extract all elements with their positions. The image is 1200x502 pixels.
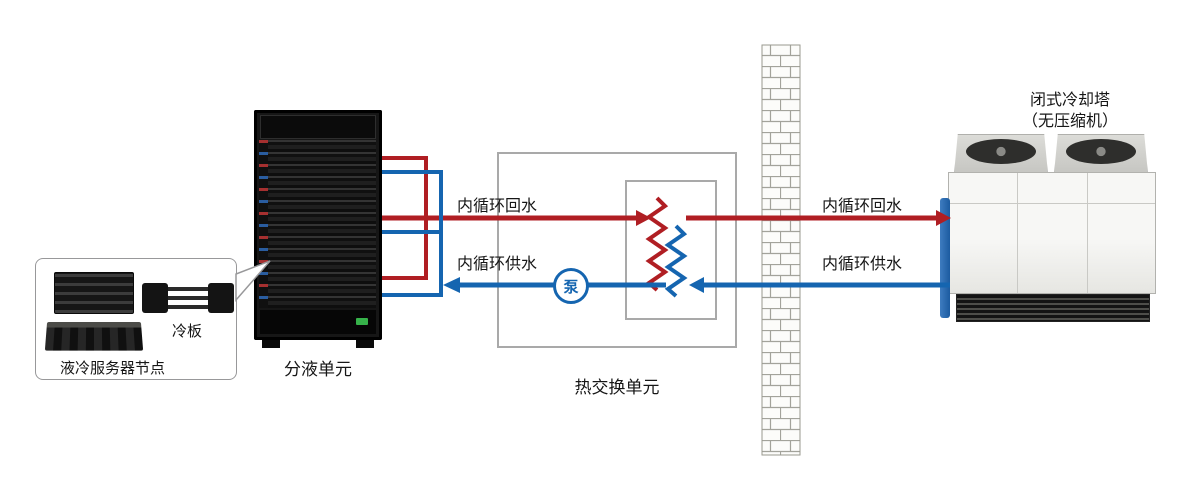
indoor-supply-water-label: 内循环供水 [457, 256, 538, 273]
cold-plate-image [142, 281, 234, 317]
cooling-tower-label-line2: （无压缩机） [1021, 113, 1118, 130]
rack-server-stack [268, 140, 376, 308]
hot-flow-arrow-into-exchanger [636, 210, 651, 226]
cooling-tower [940, 134, 1158, 322]
heat-exchange-unit-label: 热交换单元 [574, 378, 660, 397]
hot-heat-exchanger-coil [645, 196, 669, 292]
pump-label: 泵 [563, 278, 579, 296]
cold-heat-exchanger-coil [664, 224, 688, 298]
tower-panel-seam [949, 203, 1155, 204]
rack-top-frame [260, 115, 376, 139]
tower-panel-seam [1087, 173, 1088, 293]
wall-divider [761, 44, 801, 456]
cooling-tower-label: 闭式冷却塔 （无压缩机） [1000, 90, 1140, 132]
rack-foot [356, 340, 374, 348]
outdoor-return-water-label: 内循环回水 [822, 198, 903, 215]
cold-plate-block [142, 283, 168, 313]
rack-bottom-panel [260, 310, 376, 334]
tower-supply-pipe [940, 198, 950, 318]
fan-icon [966, 138, 1036, 164]
rack-coolant-manifold [259, 140, 268, 308]
fan-icon [1066, 138, 1136, 164]
tower-fan [1054, 134, 1148, 174]
tower-body [948, 172, 1156, 294]
pump-icon: 泵 [553, 268, 589, 304]
cold-plate-block [208, 283, 234, 313]
distribution-unit-label: 分液单元 [284, 360, 352, 379]
cold-flow-arrow-to-rack [443, 277, 460, 293]
callout-pointer [235, 260, 271, 303]
indoor-return-water-label: 内循环回水 [457, 198, 538, 215]
tower-intake-louver [956, 294, 1150, 322]
cooling-tower-label-line1: 闭式冷却塔 [1029, 92, 1110, 109]
outdoor-supply-water-label: 内循环供水 [822, 256, 903, 273]
hot-flow-arrow-to-tower [936, 210, 951, 226]
server-front-image [54, 272, 134, 314]
server-rack [254, 110, 382, 348]
rack-foot [262, 340, 280, 348]
callout-server-components [35, 258, 237, 380]
heat-exchanger-inner-box [625, 180, 717, 320]
cold-flow-arrow-into-exchanger [689, 277, 704, 293]
tower-panel-seam [1017, 173, 1018, 293]
cold-plate-label: 冷板 [171, 323, 202, 340]
cold-plate-tubes [164, 287, 212, 309]
hot-water-pipe [382, 156, 938, 280]
server-node-label: 液冷服务器节点 [59, 360, 165, 377]
cold-water-pipe [382, 170, 950, 297]
heat-exchange-unit-box [497, 152, 737, 348]
rack-status-led [356, 318, 368, 325]
